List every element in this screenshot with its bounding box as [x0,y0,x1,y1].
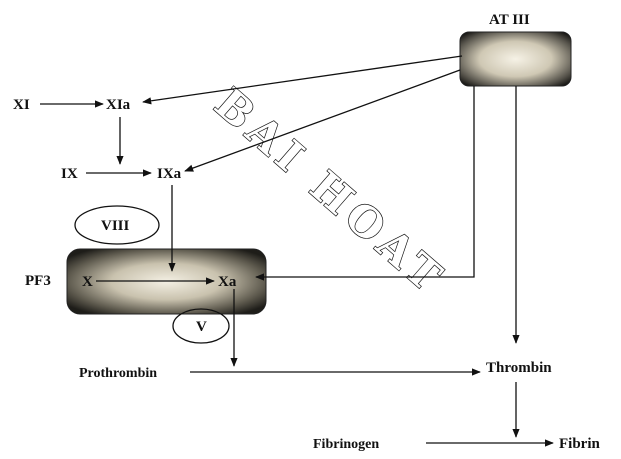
xi-label: XI [13,97,30,113]
prothrombin-label: Prothrombin [79,366,157,381]
xia-label: XIa [106,97,131,113]
arrow-at3-inhibits-xa [255,86,475,281]
fibrin-label: Fibrin [559,436,600,452]
thrombin-label: Thrombin [486,360,552,376]
pf3-label: PF3 [25,273,51,289]
v-label: V [196,319,207,335]
x-label: X [82,274,93,290]
arrow-at3-inhibits-xia [142,55,463,105]
v-ellipse [172,308,230,344]
xa-label: Xa [218,274,237,290]
viii-ellipse [74,205,160,245]
arrow-at3-inhibits-ixa [184,69,461,172]
viii-label: VIII [101,218,130,234]
ix-label: IX [61,166,78,182]
at3-box [459,31,572,87]
ixa-label: IXa [157,166,182,182]
fibrinogen-label: Fibrinogen [313,437,379,452]
at3-label: AT III [489,12,530,28]
